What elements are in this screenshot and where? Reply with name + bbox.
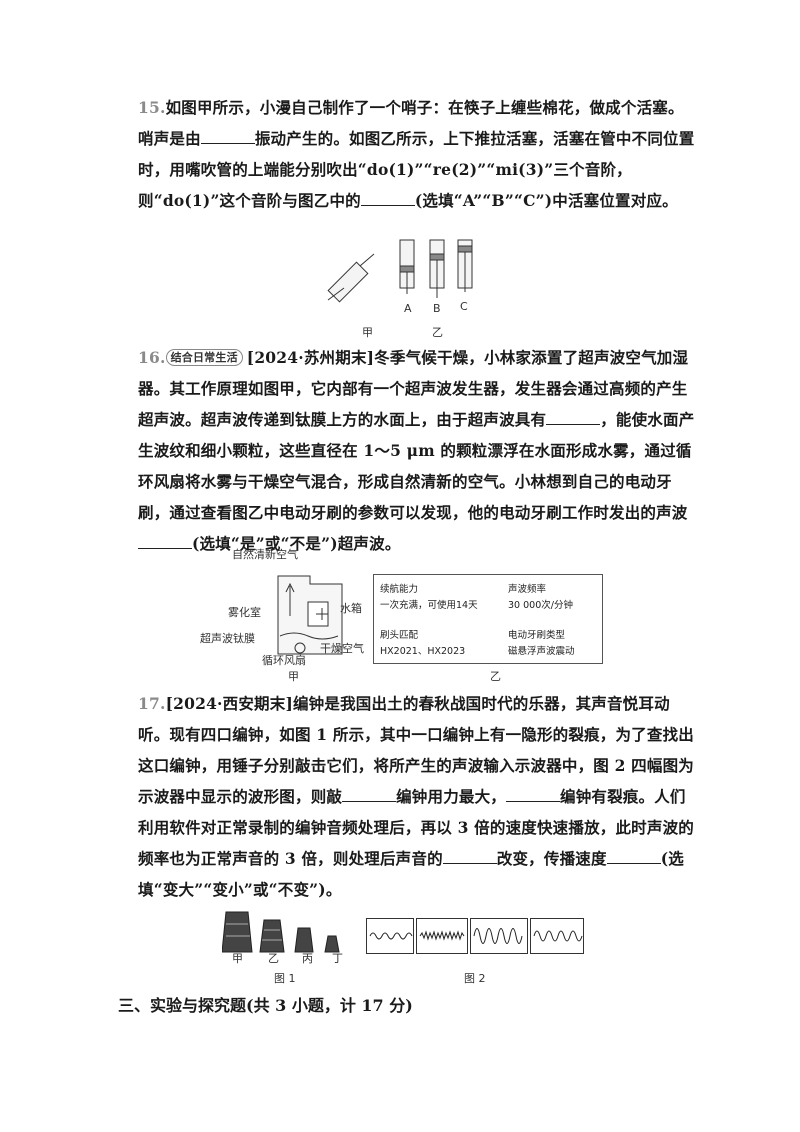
bell-yi <box>259 919 285 953</box>
question-number: 16. <box>138 348 166 367</box>
answer-blank[interactable] <box>200 129 255 144</box>
question-text: ，能使水面产生波纹和细小颗粒，这些直径在 1～5 μm 的颗粒漂浮在水面形成水雾… <box>138 410 695 522</box>
question-text: (选填“变大”“变小”或“不变”)。 <box>138 849 684 899</box>
label-fan: 循环风扇 <box>262 654 306 667</box>
battery-value: 一次充满，可使用14天 <box>380 600 478 611</box>
waveform-4 <box>530 918 584 954</box>
freq-title: 声波频率 <box>508 584 547 595</box>
caption-yi: 乙 <box>432 326 443 339</box>
toothbrush-specs-panel: 续航能力 一次充满，可使用14天 声波频率 30 000次/分钟 刷头匹配 HX… <box>373 574 603 664</box>
question-text: (选填“是”或“不是”)超声波。 <box>192 534 401 553</box>
bell-jia <box>222 911 253 953</box>
question-text: [2024·西安期末]编钟是我国出土的春秋战国时代的乐器，其声音悦耳动听。现有四… <box>138 694 694 806</box>
label-film: 超声波钛膜 <box>200 632 255 645</box>
label-c: C <box>460 300 468 313</box>
answer-blank[interactable] <box>360 191 415 206</box>
label-fresh-air: 自然清新空气 <box>232 548 298 561</box>
answer-blank[interactable] <box>506 787 561 802</box>
label-dry-air: 干燥空气 <box>320 642 364 655</box>
section-heading: 三、实验与探究题(共 3 小题，计 17 分) <box>118 996 413 1015</box>
question-15: 15.如图甲所示，小漫自己制作了一个哨子：在筷子上缠些棉花，做成个活塞。哨声是由… <box>138 92 698 216</box>
whistle-figure <box>327 239 473 303</box>
question-text: (选填“A”“B”“C”)中活塞位置对应。 <box>414 191 678 210</box>
answer-blank[interactable] <box>546 410 601 425</box>
label-water-tank: 水箱 <box>340 602 362 615</box>
head-value: HX2021、HX2023 <box>380 646 466 657</box>
answer-blank[interactable] <box>442 849 497 864</box>
caption-jia: 甲 <box>362 326 373 339</box>
answer-blank[interactable] <box>606 849 661 864</box>
fig2-caption: 图 2 <box>464 972 486 985</box>
question-17: 17.[2024·西安期末]编钟是我国出土的春秋战国时代的乐器，其声音悦耳动听。… <box>138 688 698 905</box>
battery-title: 续航能力 <box>380 584 419 595</box>
tube-a <box>399 239 415 294</box>
freq-value: 30 000次/分钟 <box>508 600 573 611</box>
question-text: 编钟有裂痕。人们利用软件对正常录制的编钟音频处理后，再以 3 倍的速度快速播放，… <box>138 787 694 868</box>
bell-ding <box>324 935 340 953</box>
type-value: 磁悬浮声波震动 <box>508 646 575 657</box>
question-text: 编钟用力最大， <box>396 787 507 806</box>
bell-bing <box>294 927 314 953</box>
label-atomizer: 雾化室 <box>228 606 261 619</box>
tube-c <box>457 239 473 292</box>
answer-blank[interactable] <box>138 534 192 549</box>
label-b: B <box>433 302 441 315</box>
head-title: 刷头匹配 <box>380 630 419 641</box>
waveform-2 <box>416 918 468 954</box>
question-number: 15. <box>138 98 166 117</box>
question-text: 改变，传播速度 <box>496 849 607 868</box>
humidifier-diagram <box>277 575 343 655</box>
type-title: 电动牙刷类型 <box>508 630 566 641</box>
waveform-3 <box>470 918 528 954</box>
chopstick-whistle <box>327 253 375 303</box>
bell-label-bing: 丙 <box>302 952 313 965</box>
fig1-caption: 图 1 <box>274 972 296 985</box>
bell-label-yi: 乙 <box>268 952 279 965</box>
question-text: [2024·苏州期末]冬季气候干燥，小林家添置了超声波空气加湿器。其工作原理如图… <box>138 348 689 429</box>
caption-jia: 甲 <box>288 670 299 683</box>
waveform-1 <box>366 918 414 954</box>
bells-figure <box>222 911 340 953</box>
bell-label-jia: 甲 <box>232 952 243 965</box>
bell-label-ding: 丁 <box>332 952 343 965</box>
answer-blank[interactable] <box>342 787 397 802</box>
question-number: 17. <box>138 694 166 713</box>
question-text: 振动产生的。如图乙所示，上下推拉活塞，活塞在管中不同位置时，用嘴吹管的上端能分别… <box>138 129 695 210</box>
daily-life-tag: 结合日常生活 <box>165 349 243 366</box>
tube-b <box>429 239 445 298</box>
caption-yi: 乙 <box>490 670 501 683</box>
question-text: 如图甲所示，小漫自己制作了一个哨子：在筷子上缠些棉花，做成个活塞。哨声是由 <box>138 98 684 148</box>
question-16: 16.结合日常生活[2024·苏州期末]冬季气候干燥，小林家添置了超声波空气加湿… <box>138 342 698 559</box>
label-a: A <box>404 302 412 315</box>
